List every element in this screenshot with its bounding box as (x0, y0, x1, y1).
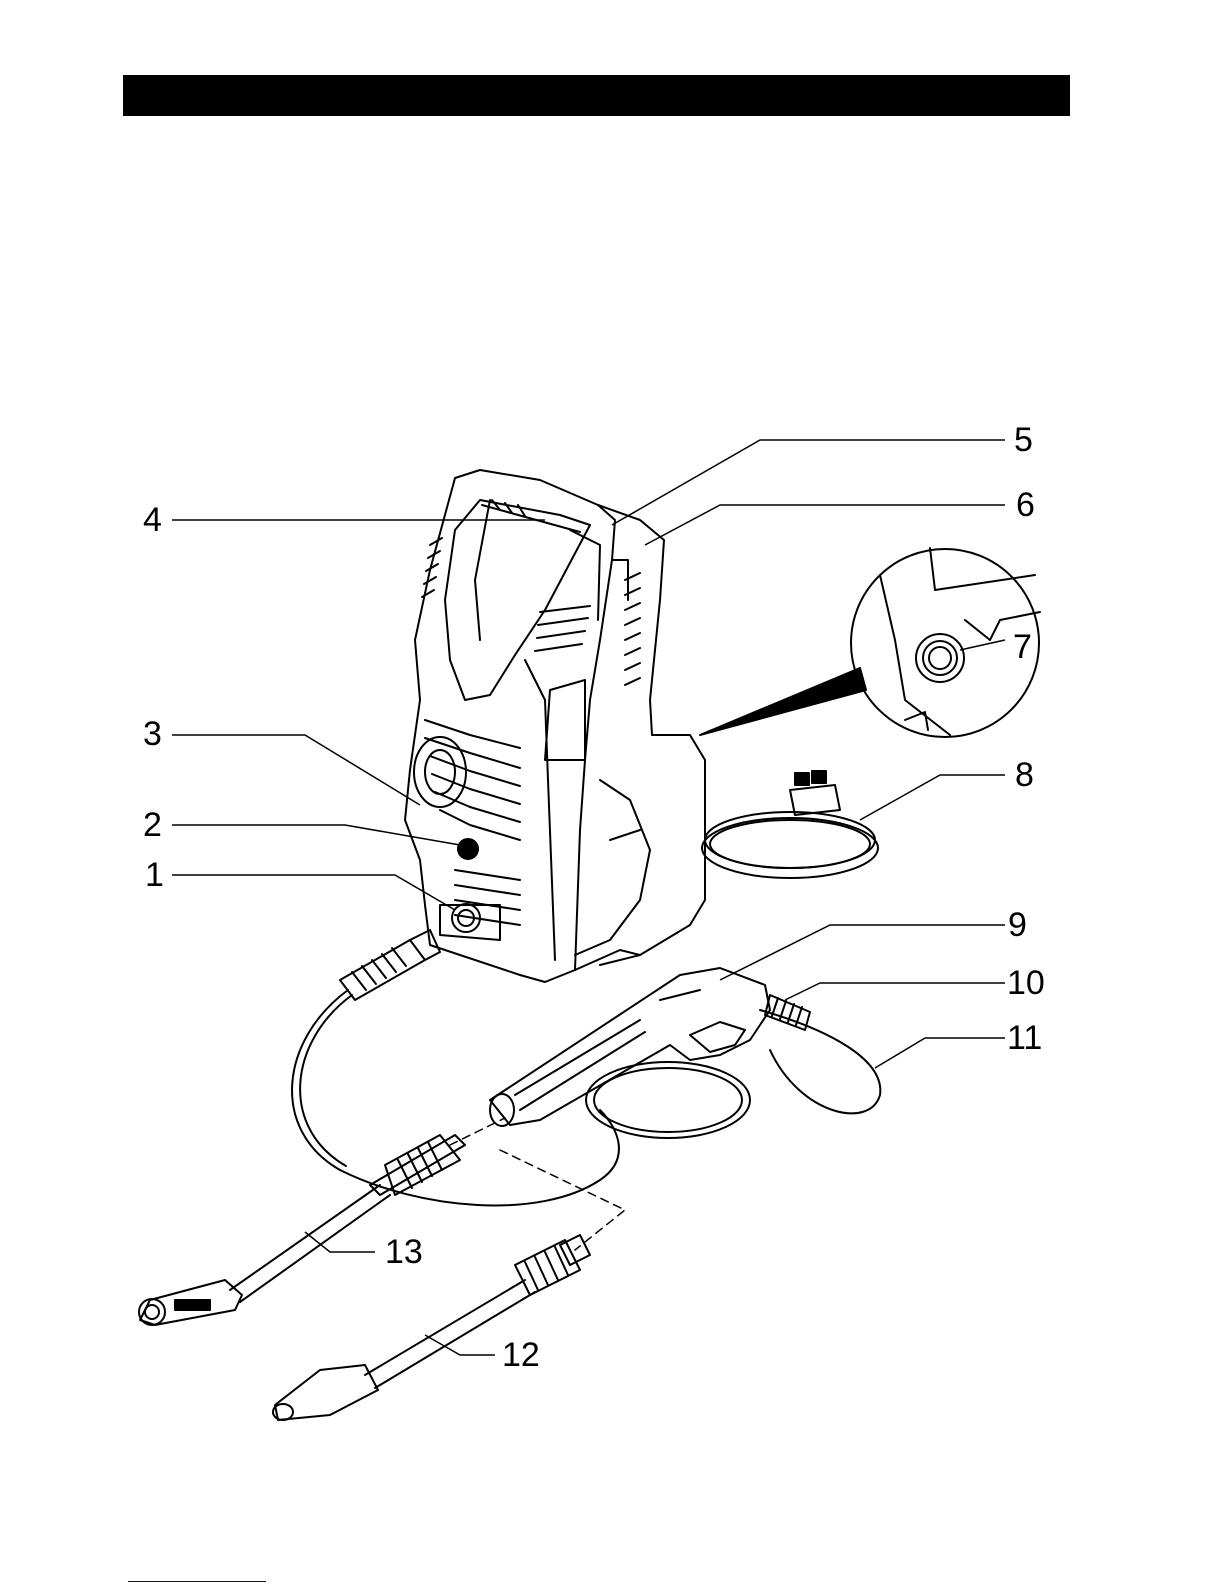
power-cord (702, 771, 878, 878)
spray-lance-vario (139, 1135, 465, 1325)
callout-2: 2 (143, 808, 162, 842)
callout-11: 11 (1007, 1021, 1042, 1055)
callout-10: 10 (1007, 966, 1045, 1000)
callout-3: 3 (143, 717, 162, 751)
washer-body (405, 470, 705, 982)
callout-6: 6 (1016, 488, 1035, 522)
callout-12: 12 (502, 1338, 540, 1372)
detail-pointer-wedge (700, 668, 866, 735)
connection-dashed-line (450, 1118, 625, 1250)
water-inlet-detail (851, 548, 1040, 737)
callout-1: 1 (145, 858, 164, 892)
spray-lance-dirt-blaster (273, 1235, 590, 1420)
callout-5: 5 (1014, 423, 1033, 457)
spray-gun (490, 968, 810, 1126)
callout-8: 8 (1015, 758, 1034, 792)
callout-9: 9 (1008, 908, 1027, 942)
callout-4: 4 (143, 503, 162, 537)
footer-link-underline[interactable] (128, 1579, 266, 1582)
callout-13: 13 (385, 1235, 423, 1269)
callout-7: 7 (1013, 630, 1032, 664)
